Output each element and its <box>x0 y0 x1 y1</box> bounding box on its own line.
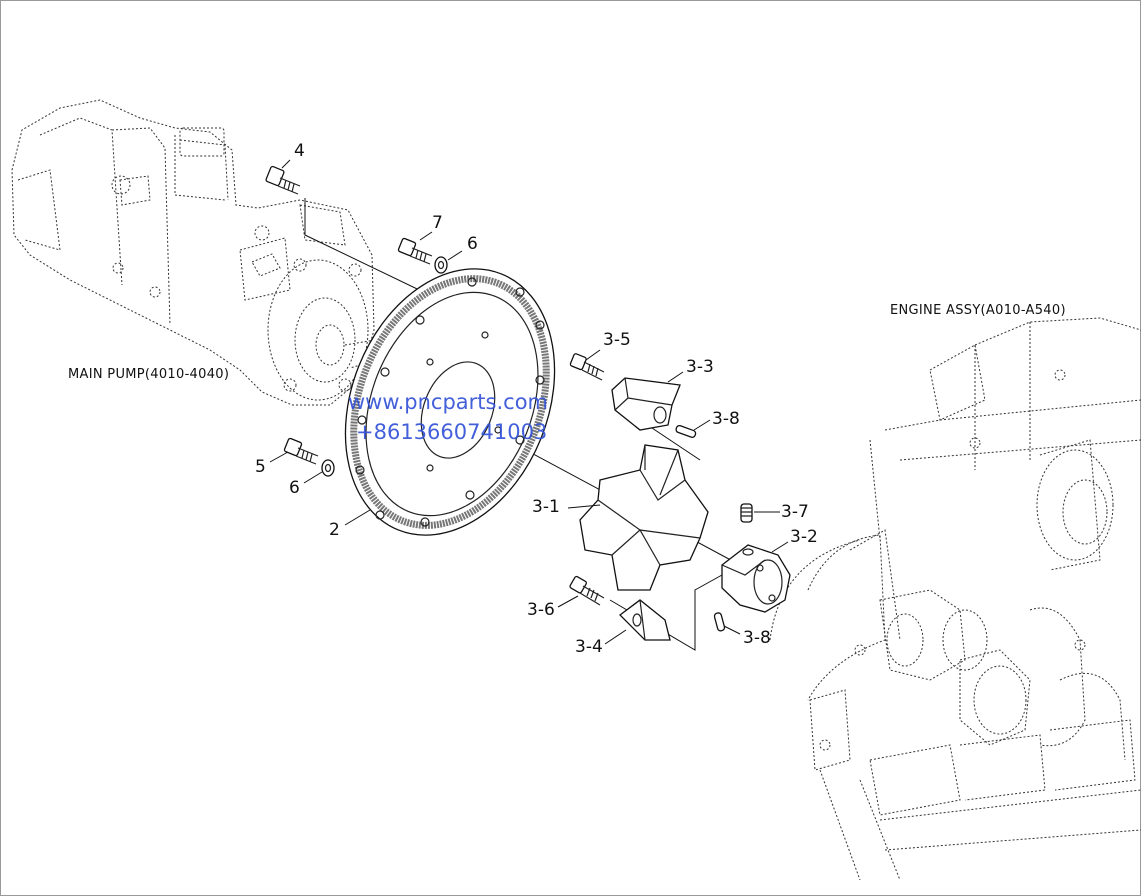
flywheel-plate <box>344 268 556 536</box>
bolt-3-5 <box>569 353 605 381</box>
washer-6-top <box>434 256 448 274</box>
pin-3-8-bottom <box>713 612 726 632</box>
set-screw-3-7 <box>740 503 753 523</box>
main-pump-caption: MAIN PUMP(4010-4040) <box>68 367 230 382</box>
callout-3-1: 3-1 <box>532 497 560 517</box>
watermark-url: www.pncparts.com <box>348 390 548 414</box>
wedge-3-4 <box>619 599 671 641</box>
callout-4: 4 <box>294 141 305 161</box>
callout-5: 5 <box>255 457 266 477</box>
callout-3-5: 3-5 <box>603 330 631 350</box>
bolt-5 <box>283 437 319 465</box>
hub-3-2 <box>721 544 791 613</box>
pin-3-8-top <box>675 424 697 438</box>
watermark-phone: +8613660741003 <box>356 420 548 444</box>
callout-3-7: 3-7 <box>781 502 809 522</box>
callout-3-3: 3-3 <box>686 357 714 377</box>
main-pump-illustration <box>11 99 379 406</box>
bolt-4 <box>265 165 301 195</box>
axis-line-bolt-4 <box>304 198 441 301</box>
engine-illustration <box>769 317 1141 881</box>
engine-assy-caption: ENGINE ASSY(A010-A540) <box>890 303 1066 318</box>
callout-7: 7 <box>432 213 443 233</box>
washer-6-left <box>321 459 335 477</box>
callout-3-2: 3-2 <box>790 527 818 547</box>
callout-2: 2 <box>329 520 340 540</box>
bracket-3-3 <box>611 377 681 431</box>
callout-6-top: 6 <box>467 234 478 254</box>
callout-3-8-bottom: 3-8 <box>743 628 771 648</box>
callout-3-4: 3-4 <box>575 637 603 657</box>
callout-3-6: 3-6 <box>527 600 555 620</box>
coupling-element-3-1 <box>579 444 709 591</box>
bolt-7 <box>397 237 433 265</box>
callout-3-8-top: 3-8 <box>712 409 740 429</box>
callout-6-left: 6 <box>289 478 300 498</box>
bolt-3-6 <box>569 575 605 606</box>
